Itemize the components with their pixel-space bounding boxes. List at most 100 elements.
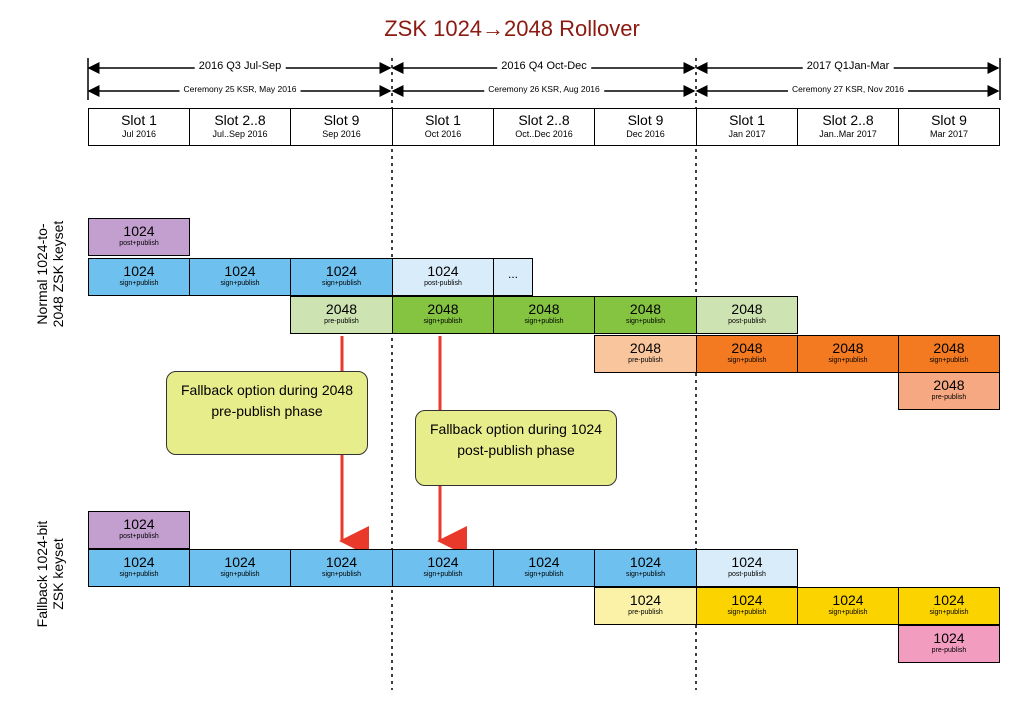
section-label-normal: Normal 1024-to-2048 ZSK keyset (34, 220, 66, 328)
slot-name: Slot 2..8 (214, 112, 266, 128)
key-size: 1024 (123, 263, 155, 279)
key-state: sign+publish (321, 571, 362, 578)
period-label-q1: 2017 Q1Jan-Mar (802, 60, 894, 72)
period-label-q4: 2016 Q4 Oct-Dec (497, 60, 591, 72)
key-size: 1024 (224, 554, 256, 570)
key-size: 1024 (123, 223, 155, 239)
key-size: 1024 (731, 592, 763, 608)
key-state: pre-publish (324, 318, 359, 325)
slot-name: Slot 2..8 (822, 112, 874, 128)
key-size: 2048 (629, 301, 662, 317)
key-size: 2048 (731, 301, 763, 317)
slot-date: Jan 2017 (728, 129, 766, 139)
key-state: sign+publish (220, 571, 260, 578)
key-state: sign+publish (119, 571, 159, 578)
slot-date: Oct..Dec 2016 (515, 129, 573, 139)
slot-date: Jan..Mar 2017 (819, 129, 877, 139)
key-size: 1024 (325, 263, 358, 279)
key-size: 1024 (731, 554, 763, 570)
key-size: 1024 (933, 592, 965, 608)
key-state: sign+publish (929, 609, 969, 616)
slot-date: Jul 2016 (121, 129, 157, 139)
key-state: pre-publish (931, 647, 967, 654)
key-state: sign+publish (423, 318, 463, 325)
key-state: sign+publish (524, 571, 564, 578)
key-state: sign+publish (625, 318, 666, 325)
key-state: sign+publish (423, 571, 463, 578)
slot-date: Oct 2016 (424, 129, 462, 139)
callout-prepublish: Fallback option during 2048 pre-publish … (166, 371, 368, 455)
key-size: 1024 (224, 263, 256, 279)
key-size: 1024 (427, 554, 459, 570)
key-size: 1024 (933, 630, 965, 646)
key-state: post-publish (424, 280, 462, 287)
key-size: 1024 (427, 263, 459, 279)
key-state: pre-publish (628, 609, 663, 616)
key-state: pre-publish (628, 357, 663, 364)
period-ticks (87, 58, 1001, 100)
key-state: post+publish (119, 240, 159, 247)
slot-name: Slot 1 (121, 112, 157, 128)
key-size: ... (507, 267, 518, 281)
ceremony-label-27: Ceremony 27 KSR, Nov 2016 (788, 84, 908, 94)
key-state: sign+publish (727, 609, 767, 616)
ceremony-label-25: Ceremony 25 KSR, May 2016 (179, 84, 301, 94)
page-title: ZSK 1024→2048 Rollover (384, 16, 640, 41)
key-state: post-publish (728, 318, 766, 325)
slot-name: Slot 2..8 (518, 112, 570, 128)
key-state: sign+publish (727, 357, 767, 364)
key-state: sign+publish (828, 609, 868, 616)
key-size: 2048 (933, 340, 965, 356)
key-size: 1024 (325, 554, 358, 570)
key-size: 2048 (528, 301, 560, 317)
key-state: sign+publish (119, 280, 159, 287)
key-size: 1024 (528, 554, 560, 570)
key-state: post+publish (119, 533, 159, 540)
key-state: pre-publish (931, 394, 967, 401)
period-label-q3: 2016 Q3 Jul-Sep (194, 60, 286, 72)
slot-date: Sep 2016 (322, 129, 361, 139)
key-size: 2048 (933, 377, 965, 393)
slot-name: Slot 1 (729, 112, 765, 128)
slot-date: Mar 2017 (929, 129, 969, 139)
slot-name: Slot 9 (323, 112, 360, 128)
key-state: sign+publish (828, 357, 868, 364)
key-state: sign+publish (321, 280, 362, 287)
key-state: post-publish (728, 571, 766, 578)
slot-name: Slot 9 (627, 112, 664, 128)
key-size: 2048 (427, 301, 459, 317)
key-state: sign+publish (524, 318, 564, 325)
key-size: 2048 (832, 340, 864, 356)
key-size: 1024 (123, 516, 155, 532)
key-size: 2048 (325, 301, 358, 317)
key-state: sign+publish (625, 571, 666, 578)
